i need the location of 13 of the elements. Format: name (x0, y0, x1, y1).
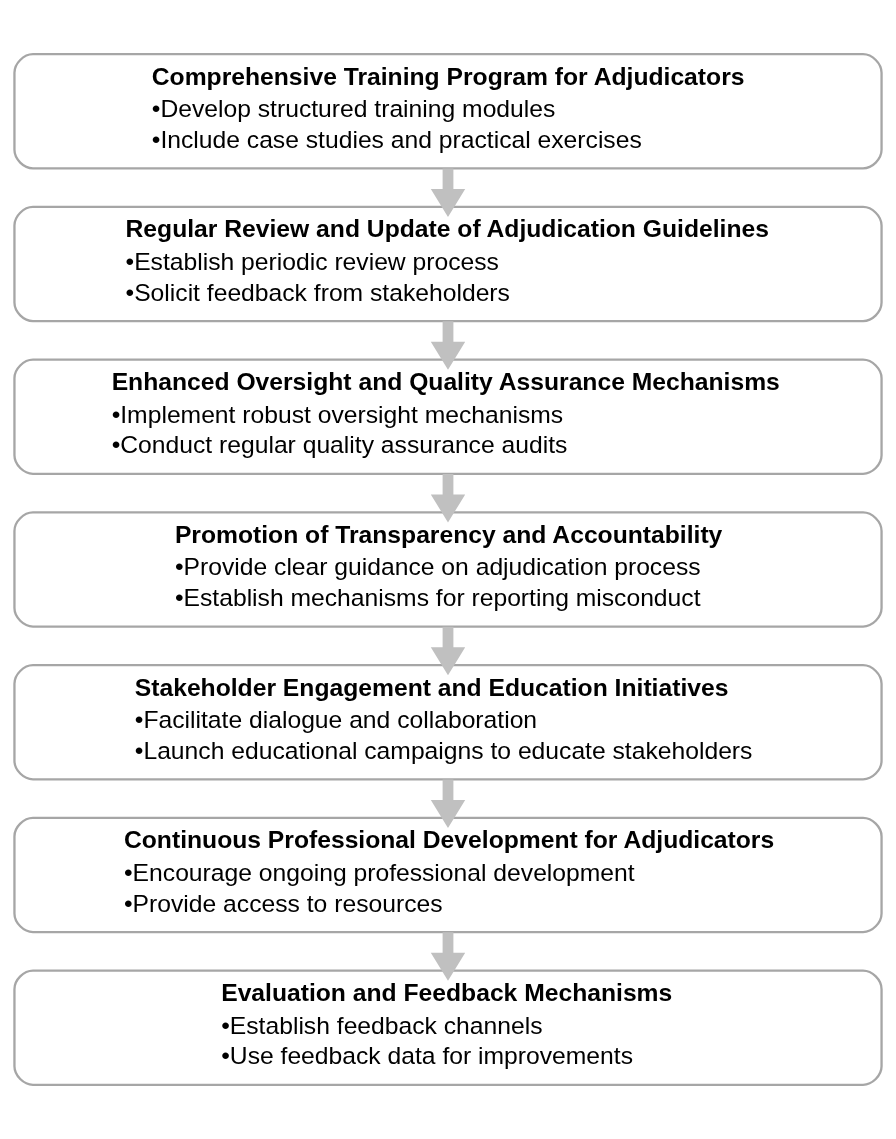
arrow (430, 932, 466, 981)
arrow (430, 779, 466, 829)
arrow (430, 321, 466, 370)
arrow (430, 626, 466, 676)
node-box: Continuous Professional Development for Adjudicators •Encourage ongoing professional development •Provide access to resources (13, 816, 883, 934)
arrow (430, 168, 466, 218)
node-box: Regular Review and Update of Adjudication Guidelines •Establish periodic review process •Solicit feedback from stakeholders (13, 205, 883, 323)
node-box: Comprehensive Training Program for Adjudicators •Develop structured training modules •Include case studies and practical exercises (13, 53, 883, 170)
arrow (430, 474, 466, 523)
node-box: Enhanced Oversight and Quality Assurance Mechanisms •Implement robust oversight mechanisms •Conduct regular quality assurance audits (13, 358, 883, 475)
node-box: Promotion of Transparency and Accountability •Provide clear guidance on adjudication process •Establish mechanisms for reporting misconduct (13, 511, 883, 628)
node-box: Evaluation and Feedback Mechanisms •Establish feedback channels •Use feedback data for improvements (13, 969, 883, 1086)
node-box: Stakeholder Engagement and Education Initiatives •Facilitate dialogue and collaboration •Launch educational campaigns to educate stakeholders (13, 664, 883, 781)
